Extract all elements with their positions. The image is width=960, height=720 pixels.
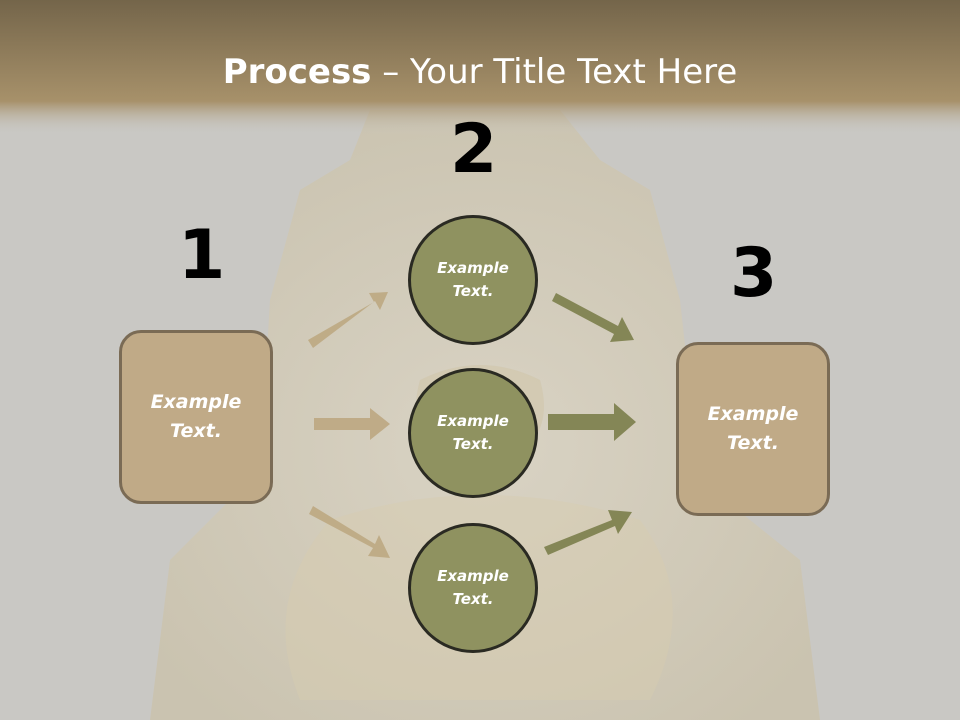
title-rest: – Your Title Text Here xyxy=(371,52,738,92)
arrow-top-to-right xyxy=(552,293,634,342)
circle-middle-line2: Text. xyxy=(452,435,494,453)
step-1-box: Example Text. xyxy=(119,330,273,504)
step-2-circle-bottom: Example Text. xyxy=(408,523,538,653)
circle-top-line2: Text. xyxy=(452,282,494,300)
circle-bottom-line1: Example xyxy=(437,567,509,585)
step-3-line2: Text. xyxy=(727,432,779,454)
step-number-3: 3 xyxy=(730,234,778,313)
step-2-circle-top: Example Text. xyxy=(408,215,538,345)
step-number-1: 1 xyxy=(178,216,226,295)
title-bold: Process xyxy=(222,52,372,92)
arrow-left-to-bottom xyxy=(309,506,390,558)
step-number-2: 2 xyxy=(450,110,498,189)
step-1-line2: Text. xyxy=(170,420,222,442)
arrow-left-to-top xyxy=(308,292,388,348)
page-title: Process – Your Title Text Here xyxy=(0,52,960,92)
circle-top-line1: Example xyxy=(437,259,509,277)
arrow-left-to-middle xyxy=(314,408,390,440)
circle-bottom-line2: Text. xyxy=(452,590,494,608)
step-2-circle-middle: Example Text. xyxy=(408,368,538,498)
step-3-line1: Example xyxy=(707,403,799,425)
arrow-middle-to-right xyxy=(548,403,636,441)
circle-middle-line1: Example xyxy=(437,412,509,430)
step-3-box: Example Text. xyxy=(676,342,830,516)
step-1-line1: Example xyxy=(150,391,242,413)
arrow-bottom-to-right xyxy=(544,510,632,555)
